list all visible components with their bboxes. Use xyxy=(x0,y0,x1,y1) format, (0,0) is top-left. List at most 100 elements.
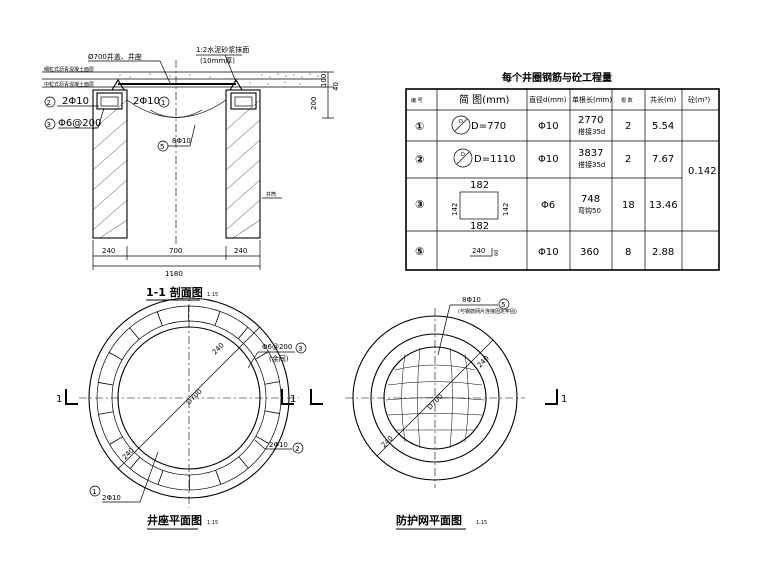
th-total: 共长(m) xyxy=(650,95,677,104)
protective-net-inner xyxy=(149,109,203,118)
net-plan-title: 防护网平面图 xyxy=(396,513,462,527)
row1-count: 2 xyxy=(625,121,631,132)
row1-dia: Φ10 xyxy=(538,121,559,132)
seat-stirrup-right xyxy=(234,96,253,107)
svg-text:1: 1 xyxy=(161,99,165,107)
seat-ring-right xyxy=(230,92,257,110)
mortar-thickness: (10mm厚) xyxy=(200,57,235,65)
net-section-marker-right xyxy=(545,389,558,405)
dim-700: 700 xyxy=(169,247,182,255)
row2-ring-shape xyxy=(453,148,473,168)
seat-width-top: 240 xyxy=(211,341,226,356)
section-title: 1-1 剖面图 xyxy=(146,285,203,299)
seat-plan-scale: 1:15 xyxy=(207,520,218,526)
table-title: 每个井圈钢筋与砼工程量 xyxy=(502,71,612,84)
svg-text:2: 2 xyxy=(295,445,299,453)
svg-text:D: D xyxy=(461,152,465,158)
seat-section-marker-left xyxy=(65,389,78,405)
seat-stirrup-line xyxy=(157,470,164,485)
row3-count: 18 xyxy=(622,200,635,211)
rebar-left-label: 2Φ10 xyxy=(62,96,89,107)
svg-text:3: 3 xyxy=(47,121,51,129)
rebar-stirrup-label: Φ6@200 xyxy=(58,118,101,129)
dim-100: 100 xyxy=(320,74,328,87)
net-note-label: (与钢筋网片连接固定牢固) xyxy=(458,308,517,315)
seat-stirrup-line xyxy=(129,327,140,340)
row3-shape-right: 142 xyxy=(502,203,510,216)
table-border xyxy=(405,88,720,271)
rebar-mid-label: 2Φ10 xyxy=(133,96,160,107)
dim-240-left: 240 xyxy=(102,247,115,255)
row4-shape-b: 60 xyxy=(494,250,500,256)
svg-text:D: D xyxy=(459,119,463,125)
concrete-value: 0.142 xyxy=(688,166,717,177)
seat-stirrup-line xyxy=(255,435,270,444)
dim-200: 200 xyxy=(310,97,318,110)
svg-text:5: 5 xyxy=(160,143,164,151)
th-count: 根 数 xyxy=(621,97,633,104)
row1-no: ① xyxy=(415,120,424,133)
row4-count: 8 xyxy=(625,247,631,258)
net-section-mark-right: 1 xyxy=(561,394,567,405)
row1-length: 2770 xyxy=(578,115,603,126)
row2-shape: D=1110 xyxy=(474,154,516,165)
th-length: 单根长(mm) xyxy=(572,95,612,104)
net-diameter-line xyxy=(398,361,472,435)
row4-dia: Φ10 xyxy=(538,247,559,258)
rebar-bottom-label: 8Φ10 xyxy=(172,137,191,145)
seat-diameter-line xyxy=(138,347,240,449)
wall-right xyxy=(225,89,261,239)
seat-stirrup-line xyxy=(98,382,114,386)
seat-diameter: D700 xyxy=(185,387,204,406)
net-section-marker-left xyxy=(310,389,323,405)
seat-stirrup-line xyxy=(129,456,141,469)
net-rebar-label: 8Φ10 xyxy=(462,296,481,304)
seat-inner-label: 2Φ10 xyxy=(102,494,121,502)
seat-plan-view: D700 240 240 1 1 Φ6@200 (余同) 3 2Φ10 2 1 … xyxy=(56,288,307,530)
seat-stirrup-line xyxy=(98,411,114,415)
row2-count: 2 xyxy=(625,154,631,165)
seat-stirrup-line xyxy=(108,352,123,361)
dim-240-right: 240 xyxy=(234,247,247,255)
seat-section-marker-right xyxy=(281,389,294,405)
seat-ring-left xyxy=(96,92,123,110)
row4-total: 2.88 xyxy=(652,247,674,258)
dim-40: 40 xyxy=(332,82,340,91)
row1-ring-shape xyxy=(451,115,471,135)
th-concrete: 砼(m³) xyxy=(688,95,710,104)
net-plan-view: D700 240 240 1 8Φ10 5 (与钢筋网片连接固定牢固) 防护网平… xyxy=(310,296,567,530)
th-dia: 直径d(mm) xyxy=(529,95,567,104)
row3-stirrup-shape xyxy=(459,191,499,220)
row1-total: 5.54 xyxy=(652,121,674,132)
mark-1-circle-text: 2 xyxy=(47,99,51,107)
row3-shape-left: 142 xyxy=(451,203,459,216)
seat-stirrup-note: (余同) xyxy=(269,354,289,363)
seat-section-mark-right: 1 xyxy=(290,394,296,405)
row4-length: 360 xyxy=(580,247,599,258)
row3-shape-top: 182 xyxy=(470,180,489,191)
th-shape: 简 图(mm) xyxy=(459,93,510,106)
row4-bar-shape xyxy=(470,248,493,257)
row3-dia: Φ6 xyxy=(541,200,555,211)
net-mesh xyxy=(385,347,485,449)
net-middle-circle xyxy=(370,333,500,463)
seat-stirrup-line xyxy=(237,327,249,340)
row4-shape-a: 240 xyxy=(472,247,485,255)
quantity-table: 每个井圈钢筋与砼工程量 编 号 简 图(mm) 直径d(mm) 单根长(mm) … xyxy=(405,71,720,271)
wall-label: 井筒 xyxy=(266,191,276,198)
seat-stirrup-line xyxy=(109,436,123,445)
row2-no: ② xyxy=(415,153,424,166)
net-width-top: 240 xyxy=(476,354,491,369)
row3-total: 13.46 xyxy=(649,200,678,211)
road-stipple xyxy=(119,73,319,85)
row3-no: ③ xyxy=(415,198,424,211)
seat-width-bottom: 240 xyxy=(121,446,136,461)
seat-stirrup-line xyxy=(238,456,249,469)
wall-hatch xyxy=(92,99,261,239)
seat-stirrup-line xyxy=(255,351,269,360)
seat-stirrup-line xyxy=(264,410,280,414)
seat-stirrup-line xyxy=(156,311,163,326)
row2-dia: Φ10 xyxy=(538,154,559,165)
th-no: 编 号 xyxy=(411,97,423,104)
